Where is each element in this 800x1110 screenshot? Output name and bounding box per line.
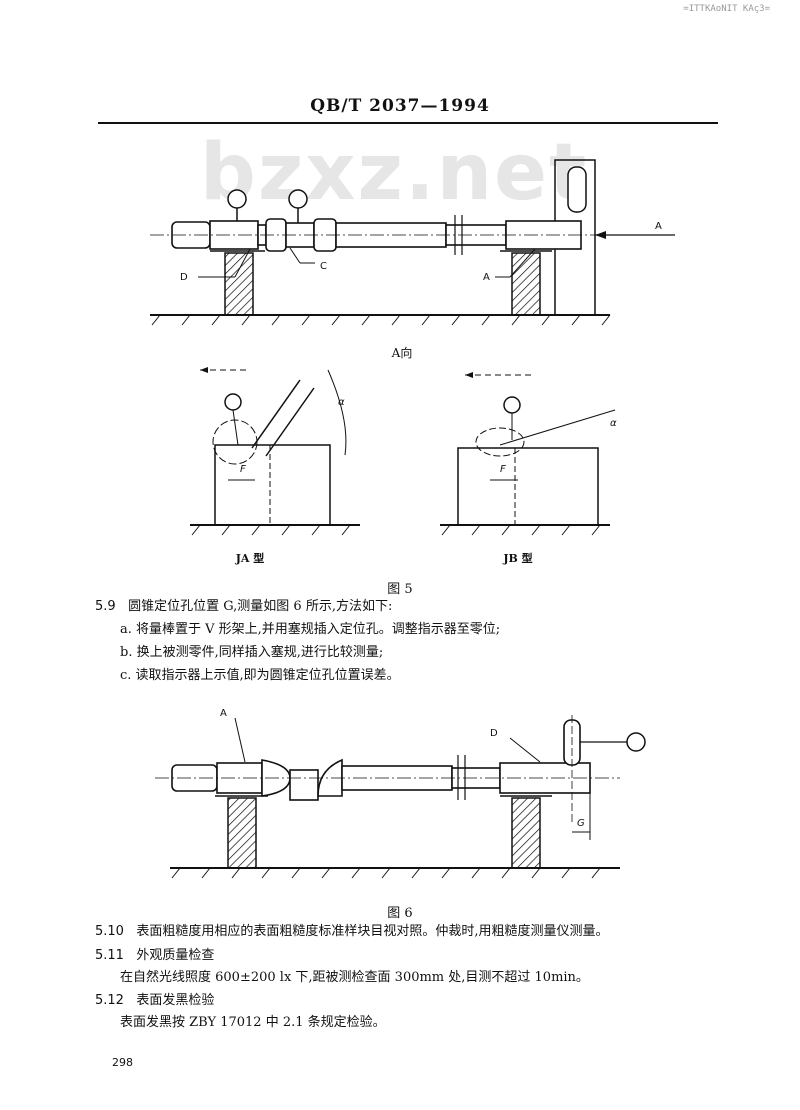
label-c: C: [320, 261, 327, 272]
fig6-label-d: D: [490, 728, 498, 739]
figure6-caption: 图 6: [387, 906, 413, 921]
section-number: 5.9: [95, 599, 116, 614]
figure5-caption: 图 5: [387, 582, 413, 597]
label-a-arrow: A: [655, 221, 662, 232]
section-number: 5.12: [95, 993, 124, 1008]
jb-caption: JB 型: [503, 552, 533, 565]
figure6-drawing: A D G: [155, 708, 646, 879]
ja-caption: JA 型: [235, 552, 265, 565]
section-5-11: 5.11 外观质量检查: [95, 946, 755, 966]
corner-note: =ITTKAoNIT KAç3=: [683, 4, 770, 14]
section-5-12-detail: 表面发黑按 ZBY 17012 中 2.1 条规定检验。: [120, 1015, 386, 1030]
step-c: c. 读取指示器上示值,即为圆锥定位孔位置误差。: [120, 668, 400, 683]
ja-f: F: [240, 464, 246, 475]
section-5-9: 5.9 圆锥定位孔位置 G,测量如图 6 所示,方法如下:: [95, 597, 735, 617]
ja-alpha: α: [338, 397, 345, 408]
page-number: 298: [112, 1056, 133, 1069]
watermark: bzxz.net: [200, 128, 589, 218]
section-text: 圆锥定位孔位置 G,测量如图 6 所示,方法如下:: [128, 599, 393, 614]
section-5-11-detail: 在自然光线照度 600±200 lx 下,距被测检查面 300mm 处,目测不超…: [120, 970, 589, 985]
section-5-12: 5.12 表面发黑检验: [95, 991, 755, 1011]
figure5-ja-drawing: F α: [190, 367, 360, 536]
step-a: a. 将量棒置于 V 形架上,并用塞规插入定位孔。调整指示器至零位;: [120, 622, 501, 637]
step-b: b. 换上被测零件,同样插入塞规,进行比较测量;: [120, 645, 384, 660]
figure5-view-caption: A向: [391, 346, 413, 360]
figure5-jb-drawing: F α: [440, 372, 617, 536]
jb-f: F: [500, 464, 506, 475]
section-text: 表面粗糙度用相应的表面粗糙度标准样块目视对照。仲裁时,用粗糙度测量仪测量。: [136, 924, 609, 939]
label-d: D: [180, 272, 188, 283]
section-number: 5.11: [95, 948, 124, 963]
section-5-10: 5.10 表面粗糙度用相应的表面粗糙度标准样块目视对照。仲裁时,用粗糙度测量仪测…: [95, 922, 755, 942]
fig6-label-a: A: [220, 708, 227, 719]
label-a: A: [483, 272, 490, 283]
figure5-top-drawing: D C A A: [150, 159, 675, 326]
section-text: 表面发黑检验: [136, 993, 215, 1008]
fig6-label-g: G: [577, 818, 585, 829]
standard-code: QB/T 2037—1994: [310, 96, 490, 116]
header-rule: [98, 122, 718, 124]
section-number: 5.10: [95, 924, 124, 939]
jb-alpha: α: [610, 418, 617, 429]
section-text: 外观质量检查: [136, 948, 215, 963]
